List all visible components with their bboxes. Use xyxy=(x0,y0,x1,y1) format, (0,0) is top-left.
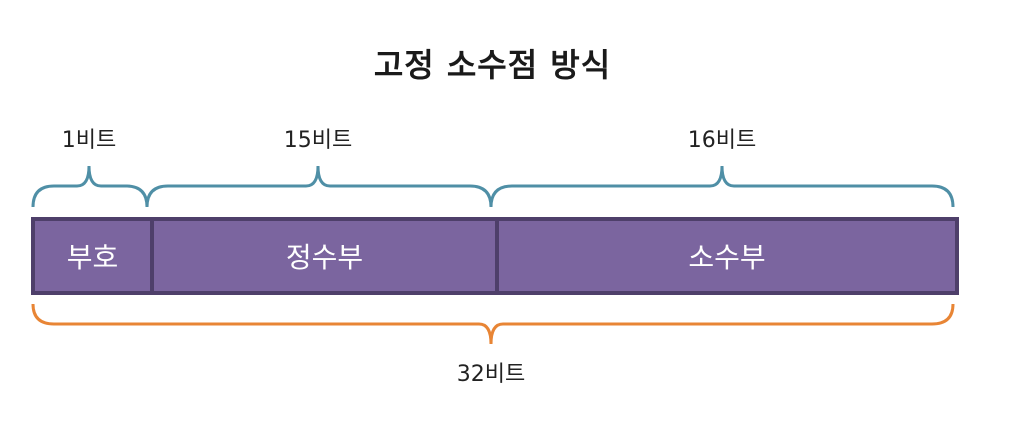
fraction-brace xyxy=(489,165,955,208)
sign-field: 부호 xyxy=(66,241,119,274)
total-brace xyxy=(31,303,955,345)
sign-brace xyxy=(31,165,149,208)
sign-bits-label: 1비트 xyxy=(61,128,117,153)
fraction-bits-label: 16비트 xyxy=(687,128,757,153)
integer-field: 정수부 xyxy=(150,221,495,291)
diagram-title: 고정 소수점 방식 xyxy=(373,46,612,84)
total-bits-label: 32비트 xyxy=(456,362,526,387)
fraction-field: 소수부 xyxy=(495,221,955,291)
integer-brace xyxy=(145,165,493,208)
bit-field-bar: 부호 정수부 소수부 xyxy=(31,217,959,295)
integer-bits-label: 15비트 xyxy=(283,128,353,153)
